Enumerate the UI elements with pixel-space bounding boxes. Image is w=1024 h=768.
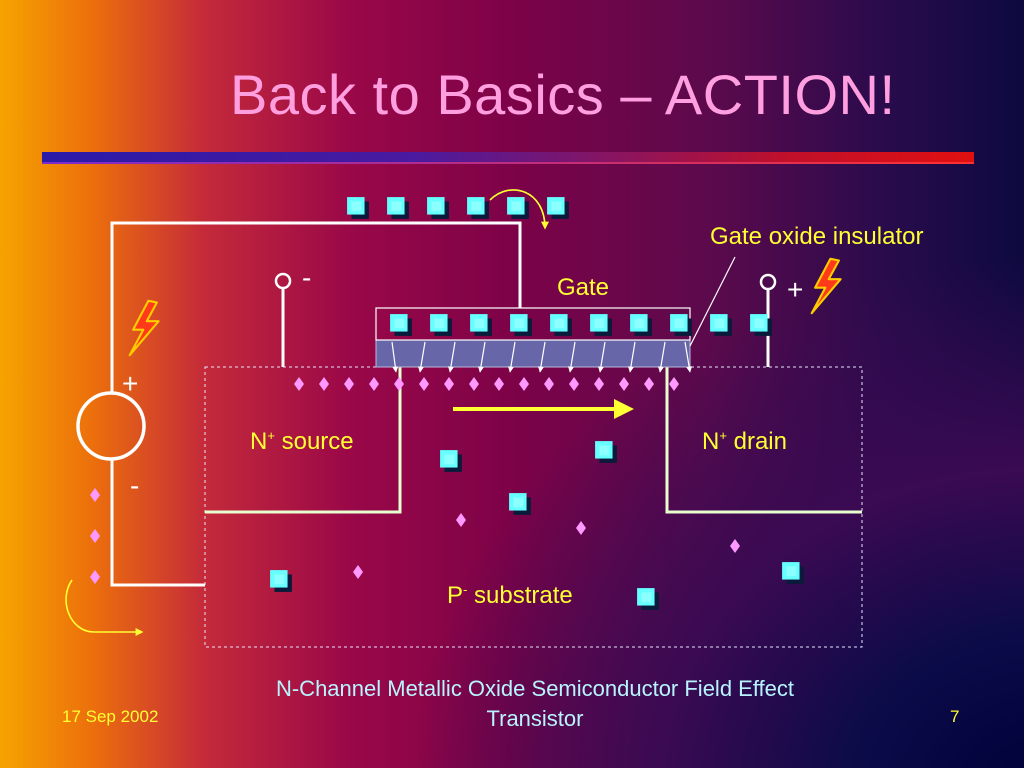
hole-carrier-icon [595,441,617,463]
hole-carrier-icon [427,197,449,219]
hole-carrier-icon [547,197,569,219]
electron-icon [394,377,404,391]
device-outline [204,366,863,648]
electron-icon [90,488,100,502]
hole-carrier-icon [670,314,692,336]
electron-icon [90,570,100,584]
drain-label-sup: + [719,428,727,443]
electron-icon [469,377,479,391]
electron-icon [353,565,363,579]
electron-icon [594,377,604,391]
hole-carrier-icon [270,570,292,592]
substrate-label-sup: - [463,582,468,597]
title-divider [42,152,974,162]
slide-caption: N-Channel Metallic Oxide Semiconductor F… [275,676,795,731]
substrate-label: P- substrate [447,582,573,610]
source-terminal [274,272,292,290]
hole-carrier-icon [387,197,409,219]
source-label-prefix: N [250,428,268,455]
gate-carrier-row [390,314,772,336]
page-number: 7 [950,707,960,726]
drain-terminal [759,273,777,291]
electron-flow-arrow [65,579,144,636]
electron-icon [544,377,554,391]
slide-date: 17 Sep 2002 [62,707,159,726]
electron-icon [344,377,354,391]
hole-carrier-icon [630,314,652,336]
electron-icon [576,521,586,535]
hole-carrier-icon [390,314,412,336]
electron-icon [494,377,504,391]
electron-icon [730,539,740,553]
hole-carrier-icon [467,197,489,219]
electron-icon [669,377,679,391]
source-label-suffix: source [274,428,354,455]
hole-carrier-icon [590,314,612,336]
drain-label-suffix: drain [726,428,787,455]
drain-region-boundary [665,367,862,514]
hole-carrier-icon [347,197,369,219]
battery-positive-sign: + [122,368,139,399]
lightning-bolt-icon [810,257,842,315]
voltage-source-icon [76,391,146,461]
hole-carrier-icon [430,314,452,336]
substrate-label-suffix: substrate [467,582,573,609]
lightning-bolt-icon [128,299,160,357]
gate-label: Gate [557,274,610,301]
hole-carrier-icon [470,314,492,336]
hole-carrier-icon [510,314,532,336]
inversion-channel-electrons [294,377,679,391]
electron-icon [569,377,579,391]
gate-oxide-pointer [689,256,736,347]
electron-icon [319,377,329,391]
electron-icon [456,513,466,527]
electron-icon [644,377,654,391]
battery-negative-sign: - [130,470,140,501]
hole-carrier-icon [710,314,732,336]
electric-field-lines [391,341,693,373]
source-region-boundary [205,367,402,514]
hole-carrier-icon [550,314,572,336]
electron-icon [444,377,454,391]
hole-carrier-icon [440,450,462,472]
hole-carrier-icon [507,197,529,219]
hole-carrier-icon [782,562,804,584]
carrier-flow-arrow [489,189,549,230]
hole-carrier-icon [637,588,659,610]
slide-title: Back to Basics – ACTION! [230,63,896,126]
electron-icon [90,529,100,543]
electron-icon [519,377,529,391]
electron-icon [419,377,429,391]
hole-carrier-icon [509,493,531,515]
source-terminal-sign: - [302,262,312,293]
title-divider-underline [42,162,974,164]
drain-label-prefix: N [702,428,720,455]
drain-label: N+ drain [702,428,787,456]
circuit-wires [110,221,770,587]
gate-oxide-layer [375,339,691,368]
free-electrons [90,488,740,584]
substrate-label-prefix: P [447,582,464,609]
source-label: N+ source [250,428,354,456]
electron-icon [369,377,379,391]
source-label-sup: + [267,428,275,443]
drain-terminal-sign: + [787,274,804,305]
gate-oxide-label: Gate oxide insulator [710,223,924,250]
electron-icon [619,377,629,391]
electron-icon [294,377,304,391]
